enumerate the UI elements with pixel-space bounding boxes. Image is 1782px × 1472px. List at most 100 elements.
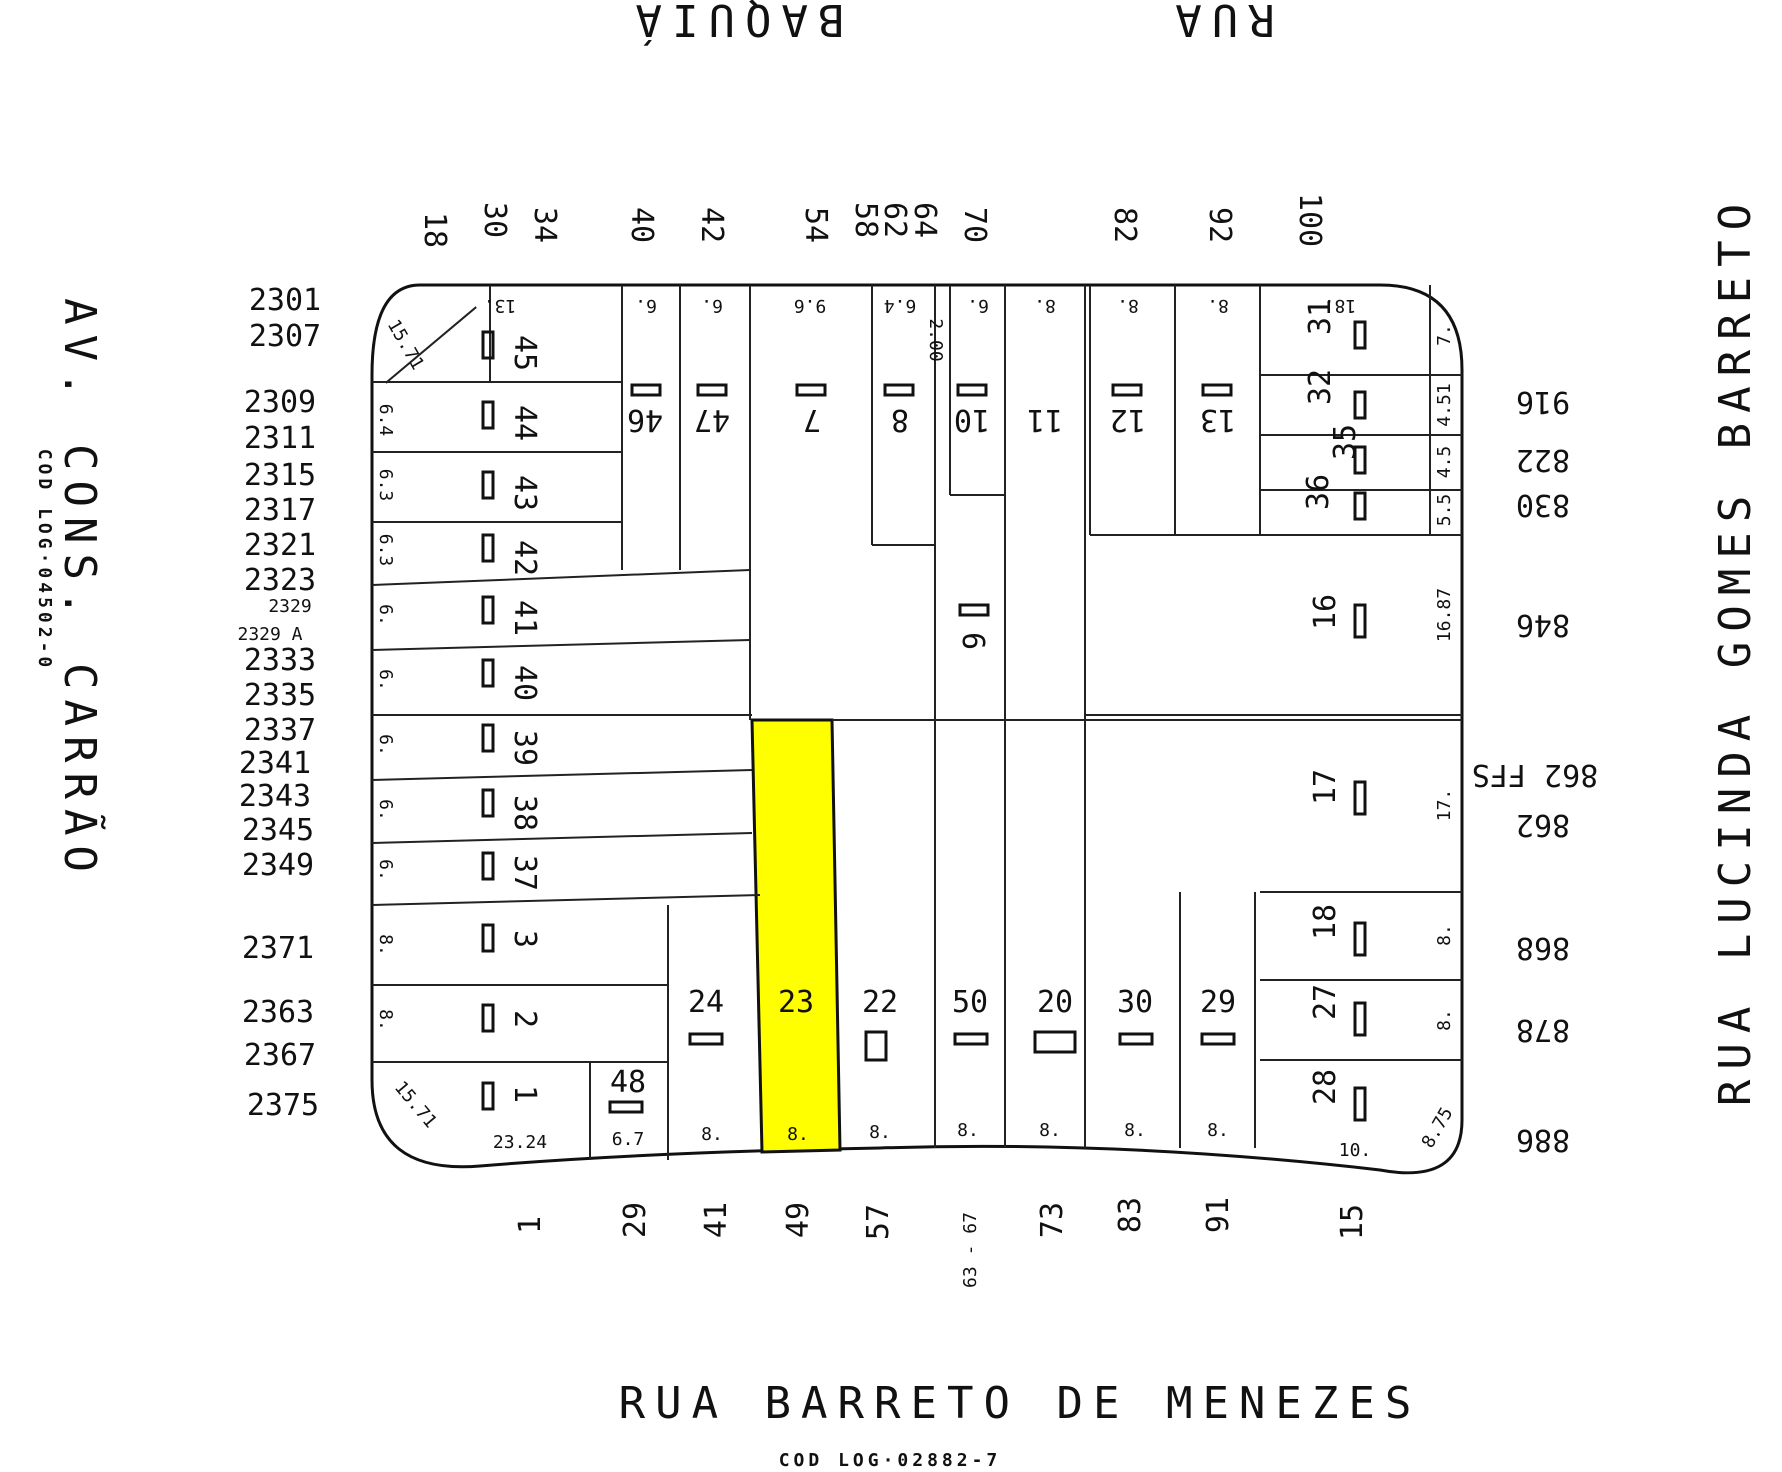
dim-label: 6. xyxy=(375,859,396,881)
dim-label: 5.5 xyxy=(1434,494,1455,527)
dim-label: 8. xyxy=(1207,295,1229,316)
street-left-code: COD LOG·04502-0 xyxy=(34,449,55,672)
lot-22: 22 xyxy=(862,985,898,1020)
left-addr: 2329 xyxy=(268,596,311,617)
right-addr: 878 xyxy=(1516,1012,1570,1047)
dim-label: 8. xyxy=(375,1009,396,1031)
left-addr: 2345 xyxy=(242,813,314,848)
bottom-addr: 83 xyxy=(1113,1197,1148,1233)
left-addr: 2371 xyxy=(242,931,314,966)
dim-label: 4.51 xyxy=(1434,383,1455,426)
lot-43: 43 xyxy=(507,475,542,511)
top-addr: 34 xyxy=(527,207,562,243)
left-addr: 2349 xyxy=(242,848,314,883)
street-top-left: BAQUIÁ xyxy=(626,0,845,47)
right-addr: 830 xyxy=(1516,487,1570,522)
dim-label: 8. xyxy=(1434,924,1455,946)
dim-label: 8. xyxy=(701,1124,723,1145)
street-labels: BAQUIÁ RUA AV. CONS. CARRÃO COD LOG·0450… xyxy=(34,0,1761,1471)
right-addr: 846 xyxy=(1516,607,1570,642)
top-addr: 62 xyxy=(877,202,912,238)
lot-7: 7 xyxy=(803,402,821,437)
lot-18: 18 xyxy=(1308,904,1343,940)
dim-label: 4.5 xyxy=(1434,446,1455,479)
top-addr: 18 xyxy=(417,212,452,248)
left-addr: 2337 xyxy=(244,713,316,748)
lot-17: 17 xyxy=(1308,769,1343,805)
lot-50: 50 xyxy=(952,985,988,1020)
dim-label: 17. xyxy=(1434,789,1455,822)
lot-lines xyxy=(371,285,1462,1160)
lot-39: 39 xyxy=(507,730,542,766)
top-addr: 54 xyxy=(798,207,833,243)
left-addr: 2311 xyxy=(244,421,316,456)
left-addr: 2343 xyxy=(239,779,311,814)
dim-label: 6. xyxy=(967,295,989,316)
dim-label: 18. xyxy=(1324,295,1357,316)
lot-20: 20 xyxy=(1037,985,1073,1020)
dim-label: 6.3 xyxy=(375,534,396,567)
left-addr: 2307 xyxy=(249,319,321,354)
dim-label: 8. xyxy=(869,1122,891,1143)
dim-label: 10. xyxy=(1339,1140,1372,1161)
right-addr: 862 FFS xyxy=(1472,757,1598,792)
lot-45: 45 xyxy=(507,335,542,371)
lot-46: 46 xyxy=(627,402,663,437)
lot-48: 48 xyxy=(610,1065,646,1100)
dim-label: 9.6 xyxy=(794,295,827,316)
lot-30: 30 xyxy=(1117,985,1153,1020)
lot-37: 37 xyxy=(507,855,542,891)
lot-38: 38 xyxy=(507,795,542,831)
dim-label: 8. xyxy=(375,934,396,956)
lot-13: 13 xyxy=(1200,402,1236,437)
bottom-addr: 1 xyxy=(513,1216,548,1234)
top-addr: 64 xyxy=(907,202,942,238)
dim-label: 8. xyxy=(1207,1120,1229,1141)
top-addr: 58 xyxy=(848,202,883,238)
top-addr: 70 xyxy=(957,207,992,243)
lot-29: 29 xyxy=(1200,985,1236,1020)
left-addr: 2321 xyxy=(244,528,316,563)
left-addr: 2315 xyxy=(244,458,316,493)
left-addr: 2317 xyxy=(244,493,316,528)
dim-label: 6. xyxy=(375,734,396,756)
lot-16: 16 xyxy=(1308,594,1343,630)
left-addr: 2363 xyxy=(242,995,314,1030)
top-addr: 92 xyxy=(1202,207,1237,243)
left-addr: 2323 xyxy=(244,563,316,598)
dim-label: 6. xyxy=(375,604,396,626)
right-addr: 862 xyxy=(1516,807,1570,842)
top-addr: 100 xyxy=(1292,193,1327,247)
lot-35: 35 xyxy=(1328,424,1363,460)
bottom-addr: 41 xyxy=(699,1202,734,1238)
lot-24: 24 xyxy=(688,985,724,1020)
dim-label: 8. xyxy=(957,1120,979,1141)
top-addr: 30 xyxy=(477,202,512,238)
dim-label: 6. xyxy=(635,295,657,316)
lot-12: 12 xyxy=(1110,402,1146,437)
left-addr: 2341 xyxy=(239,746,311,781)
street-top-right: RUA xyxy=(1165,0,1274,45)
right-addr: 868 xyxy=(1516,930,1570,965)
lot-27: 27 xyxy=(1308,984,1343,1020)
lot-40: 40 xyxy=(507,665,542,701)
dim-label: 8. xyxy=(1434,1009,1455,1031)
building-markers xyxy=(481,320,1367,1122)
lot-32: 32 xyxy=(1303,369,1338,405)
bottom-address-numbers: 1 29 41 49 57 63 - 67 73 83 91 15 xyxy=(513,1197,1370,1288)
highlighted-lot-23[interactable] xyxy=(750,718,842,1154)
dim-label: 23.24 xyxy=(493,1132,547,1153)
lot-numbers: 45 44 43 42 41 40 39 38 37 3 2 1 46 47 7… xyxy=(507,299,1363,1105)
dim-label: 6. xyxy=(701,295,723,316)
lot-1: 1 xyxy=(507,1085,542,1103)
dim-label: 8. xyxy=(1039,1120,1061,1141)
lot-10: 10 xyxy=(954,402,990,437)
lot-31: 31 xyxy=(1303,299,1338,335)
bottom-addr: 29 xyxy=(618,1202,653,1238)
dim-label: 8. xyxy=(787,1124,809,1145)
left-addr: 2367 xyxy=(244,1038,316,1073)
top-addr: 82 xyxy=(1107,207,1142,243)
dim-label: 8. xyxy=(1034,295,1056,316)
street-right: RUA LUCINDA GOMES BARRETO xyxy=(1710,194,1761,1106)
